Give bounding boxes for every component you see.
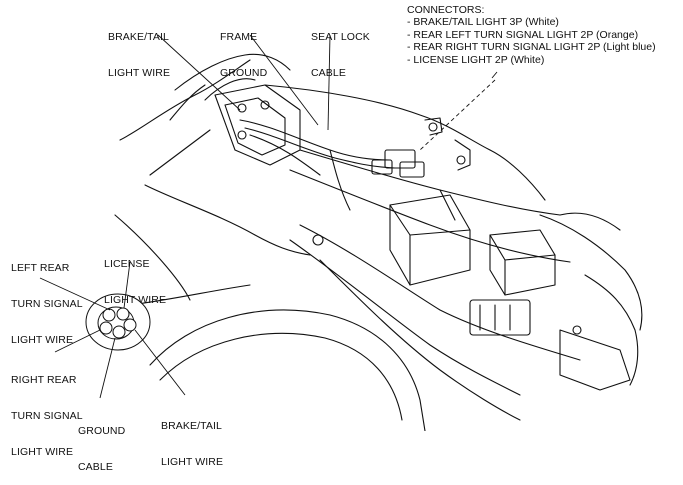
connector-item: - LICENSE LIGHT 2P (White): [407, 53, 545, 66]
motorcycle-rear-frame-illustration: [114, 53, 643, 431]
seat-lock-cable-label: SEAT LOCK CABLE: [311, 31, 370, 79]
frame-ground-label: FRAME GROUND: [220, 31, 268, 79]
brake-tail-light-wire-label-top: BRAKE/TAIL LIGHT WIRE: [108, 31, 171, 79]
connector-item: - REAR LEFT TURN SIGNAL LIGHT 2P (Orange…: [407, 28, 639, 41]
connectors-list: CONNECTORS: - BRAKE/TAIL LIGHT 3P (White…: [407, 4, 656, 66]
leader-lines: [39, 34, 498, 399]
ground-cable-label: GROUND CABLE: [78, 425, 126, 473]
connector-item: - BRAKE/TAIL LIGHT 3P (White): [407, 16, 559, 29]
connectors-title: CONNECTORS:: [407, 4, 485, 16]
license-light-wire-label: LICENSE LIGHT WIRE: [104, 258, 167, 306]
connector-item: - REAR RIGHT TURN SIGNAL LIGHT 2P (Light…: [407, 41, 656, 54]
wire-cross-section-icon: [85, 293, 151, 351]
brake-tail-light-wire-label-bottom: BRAKE/TAIL LIGHT WIRE: [161, 420, 224, 468]
left-rear-turn-signal-label: LEFT REAR TURN SIGNAL LIGHT WIRE: [11, 262, 83, 346]
wiring-diagram: [39, 34, 643, 431]
right-rear-turn-signal-label: RIGHT REAR TURN SIGNAL LIGHT WIRE: [11, 374, 83, 458]
